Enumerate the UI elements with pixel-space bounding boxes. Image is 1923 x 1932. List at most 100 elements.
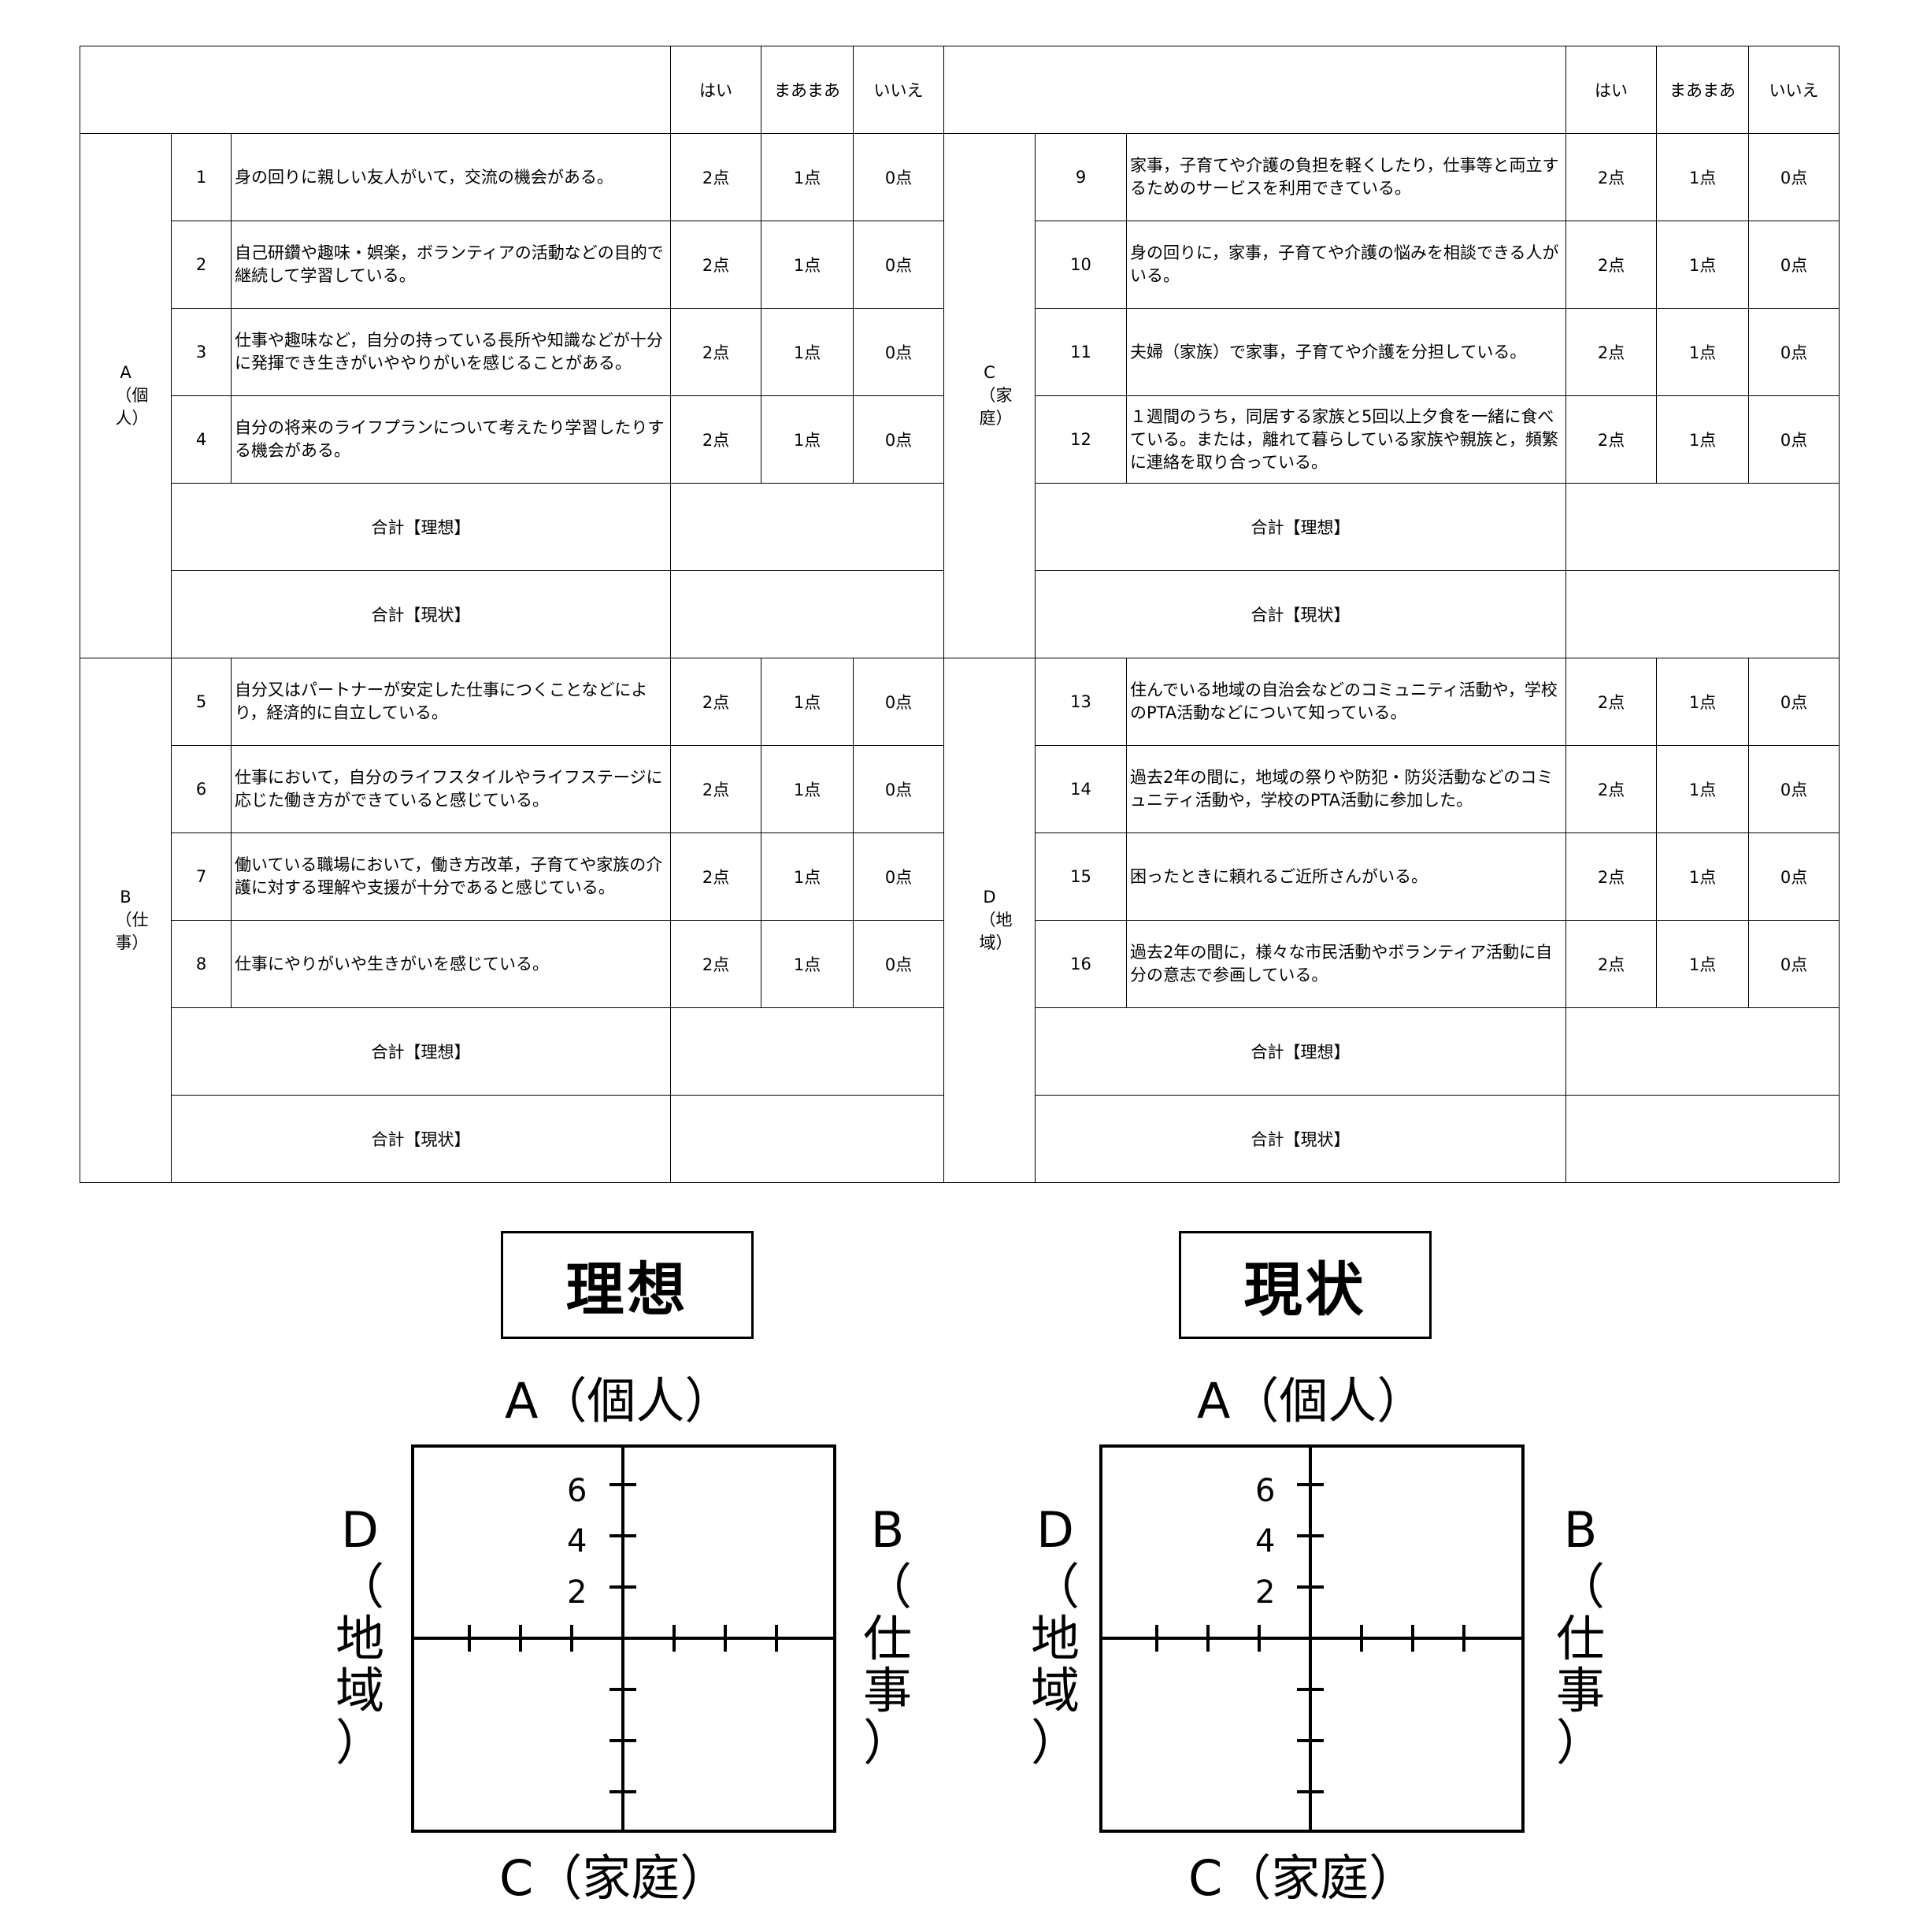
score-iie[interactable]: 0点 <box>1748 221 1840 309</box>
total-ideal-input[interactable] <box>670 483 945 571</box>
question-number: 5 <box>171 658 232 746</box>
score-maamaa[interactable]: 1点 <box>761 308 854 396</box>
current-left-char: 域 <box>1030 1662 1080 1719</box>
category-b-cell: B（仕事） <box>80 658 172 1183</box>
score-maamaa[interactable]: 1点 <box>761 133 854 221</box>
score-maamaa[interactable]: 1点 <box>761 745 854 833</box>
score-hai[interactable]: 2点 <box>670 133 762 221</box>
score-iie[interactable]: 0点 <box>853 833 945 921</box>
current-right-char: 仕 <box>1555 1610 1605 1667</box>
table-row: 2 自己研鑽や趣味・娯楽，ボランティアの活動などの目的で継続して学習している。 … <box>80 221 1840 309</box>
total-ideal-input[interactable] <box>1565 483 1840 571</box>
score-hai[interactable]: 2点 <box>670 745 762 833</box>
score-hai[interactable]: 2点 <box>670 833 762 921</box>
score-hai[interactable]: 2点 <box>1565 833 1658 921</box>
score-hai[interactable]: 2点 <box>1565 395 1658 484</box>
score-iie[interactable]: 0点 <box>853 745 945 833</box>
question-number: 9 <box>1035 133 1128 221</box>
score-maamaa[interactable]: 1点 <box>1656 833 1750 921</box>
question-text: 過去2年の間に，地域の祭りや防犯・防災活動などのコミュニティ活動や，学校のPTA… <box>1126 745 1567 833</box>
score-hai[interactable]: 2点 <box>670 395 762 484</box>
category-a-cell: A（個人） <box>80 133 172 658</box>
total-ideal-input[interactable] <box>1565 1007 1840 1096</box>
total-ideal-row: 合計【理想】 合計【理想】 <box>80 1007 1840 1096</box>
score-hai[interactable]: 2点 <box>1565 658 1658 746</box>
score-iie[interactable]: 0点 <box>853 133 945 221</box>
ideal-tick-label-6: 6 <box>567 1473 587 1509</box>
current-left-char: ） <box>1030 1714 1080 1771</box>
score-maamaa[interactable]: 1点 <box>1656 221 1750 309</box>
ideal-tick-label-4: 4 <box>567 1523 587 1559</box>
score-iie[interactable]: 0点 <box>853 920 945 1008</box>
score-hai[interactable]: 2点 <box>1565 920 1658 1008</box>
ideal-left-letter: D <box>341 1501 379 1559</box>
ideal-right-char: ） <box>862 1714 912 1771</box>
score-hai[interactable]: 2点 <box>670 308 762 396</box>
score-iie[interactable]: 0点 <box>1748 308 1840 396</box>
category-d-cell: D（地域） <box>943 658 1036 1183</box>
current-ticks <box>1155 1483 1465 1793</box>
score-hai[interactable]: 2点 <box>670 221 762 309</box>
total-current-input[interactable] <box>670 570 945 658</box>
total-current-input[interactable] <box>1565 1095 1840 1183</box>
score-hai[interactable]: 2点 <box>670 920 762 1008</box>
question-text: 自分又はパートナーが安定した仕事につくことなどにより，経済的に自立している。 <box>230 658 672 746</box>
score-hai[interactable]: 2点 <box>1565 308 1658 396</box>
question-text: 身の回りに，家事，子育てや介護の悩みを相談できる人がいる。 <box>1126 221 1567 309</box>
score-maamaa[interactable]: 1点 <box>761 833 854 921</box>
score-iie[interactable]: 0点 <box>1748 920 1840 1008</box>
current-tick-label-4: 4 <box>1255 1523 1276 1559</box>
question-text: 夫婦（家族）で家事，子育てや介護を分担している。 <box>1126 308 1567 396</box>
total-current-input[interactable] <box>670 1095 945 1183</box>
question-number: 6 <box>171 745 232 833</box>
total-current-row: 合計【現状】 合計【現状】 <box>80 570 1840 658</box>
question-text: 仕事や趣味など，自分の持っている長所や知識などが十分に発揮でき生きがいややりがい… <box>230 308 672 396</box>
header-iie: いいえ <box>1748 46 1840 134</box>
current-right-char: （ <box>1555 1558 1605 1615</box>
question-number: 11 <box>1035 308 1128 396</box>
table-row: A（個人） 1 身の回りに親しい友人がいて，交流の機会がある。 2点 1点 0点… <box>80 133 1840 658</box>
score-maamaa[interactable]: 1点 <box>761 221 854 309</box>
score-maamaa[interactable]: 1点 <box>1656 745 1750 833</box>
current-tick-label-6: 6 <box>1255 1473 1276 1509</box>
current-left-char: （ <box>1030 1558 1080 1615</box>
score-iie[interactable]: 0点 <box>853 658 945 746</box>
score-hai[interactable]: 2点 <box>1565 221 1658 309</box>
score-hai[interactable]: 2点 <box>670 658 762 746</box>
question-text: 働いている職場において，働き方改革，子育てや家族の介護に対する理解や支援が十分で… <box>230 833 672 921</box>
ideal-right-letter: B <box>870 1501 905 1559</box>
score-maamaa[interactable]: 1点 <box>1656 133 1750 221</box>
total-ideal-label: 合計【理想】 <box>1035 1007 1567 1096</box>
question-text: 自己研鑽や趣味・娯楽，ボランティアの活動などの目的で継続して学習している。 <box>230 221 672 309</box>
score-maamaa[interactable]: 1点 <box>1656 920 1750 1008</box>
score-iie[interactable]: 0点 <box>1748 395 1840 484</box>
score-maamaa[interactable]: 1点 <box>1656 395 1750 484</box>
ideal-left-char: ） <box>335 1714 384 1771</box>
current-title-box: 現状 <box>1179 1231 1432 1339</box>
ideal-axis-top-label: A（個人） <box>505 1372 734 1430</box>
header-blank-right <box>943 46 1567 134</box>
score-maamaa[interactable]: 1点 <box>1656 308 1750 396</box>
score-maamaa[interactable]: 1点 <box>761 658 854 746</box>
ideal-axis-bottom-label: C（家庭） <box>499 1849 729 1907</box>
question-text: 家事，子育てや介護の負担を軽くしたり，仕事等と両立するためのサービスを利用できて… <box>1126 133 1567 221</box>
score-iie[interactable]: 0点 <box>1748 133 1840 221</box>
ideal-right-char: 仕 <box>862 1610 912 1667</box>
header-iie: いいえ <box>853 46 945 134</box>
total-current-label: 合計【現状】 <box>1035 570 1567 658</box>
score-iie[interactable]: 0点 <box>853 308 945 396</box>
total-current-input[interactable] <box>1565 570 1840 658</box>
total-current-label: 合計【現状】 <box>170 570 672 658</box>
header-row: はい まあまあ いいえ はい まあまあ いいえ <box>79 46 1840 134</box>
score-maamaa[interactable]: 1点 <box>761 395 854 484</box>
question-number: 2 <box>171 221 232 309</box>
current-axis-left-label: D （ 地 域 ） <box>1028 1504 1083 1769</box>
score-iie[interactable]: 0点 <box>853 395 945 484</box>
total-ideal-row: 合計【理想】 合計【理想】 <box>80 483 1840 571</box>
current-right-letter: B <box>1563 1501 1598 1559</box>
header-blank-left <box>79 46 672 134</box>
score-iie[interactable]: 0点 <box>1748 658 1840 746</box>
ideal-right-char: 事 <box>862 1662 912 1719</box>
question-number: 3 <box>171 308 232 396</box>
score-maamaa[interactable]: 1点 <box>1656 658 1750 746</box>
